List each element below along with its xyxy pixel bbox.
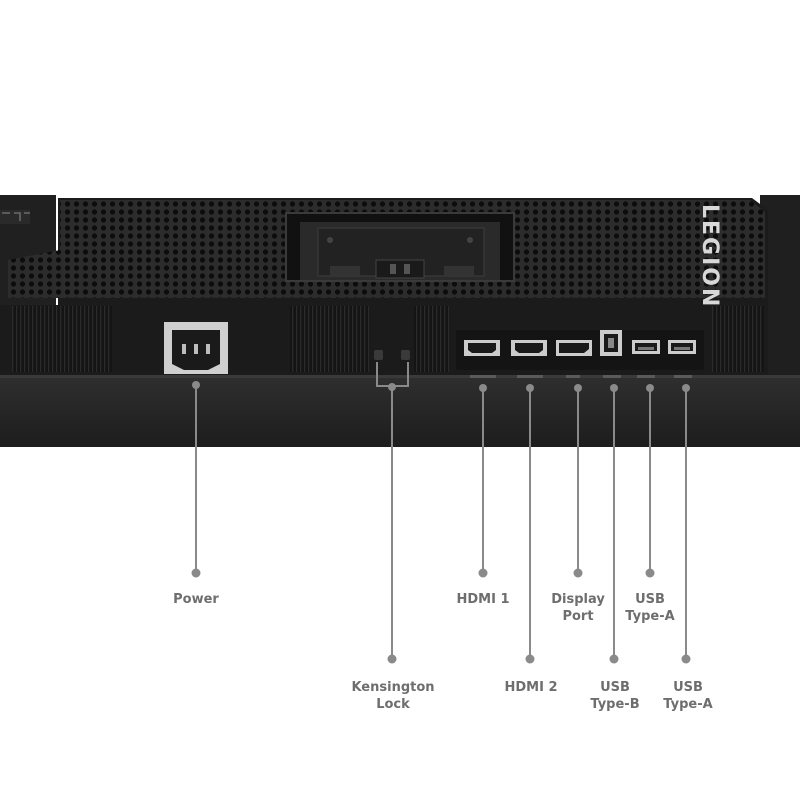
brand-logo: LEGION xyxy=(697,204,722,308)
label-usb-b-line2: Type-B xyxy=(590,697,640,712)
hdmi1-port xyxy=(464,340,500,356)
callout-dot-kensington xyxy=(387,654,397,664)
label-usb-a1-line2: Type-A xyxy=(625,609,675,624)
hdmi2-port xyxy=(511,340,547,356)
displayport-port xyxy=(556,340,592,356)
label-displayport: Display Port xyxy=(551,591,605,625)
label-hdmi2-line1: HDMI 2 xyxy=(504,680,558,695)
label-usb-a2-line1: USB xyxy=(673,680,703,695)
label-displayport-line2: Port xyxy=(562,609,594,624)
callout-dot-displayport xyxy=(573,568,583,578)
label-usb-b-line1: USB xyxy=(600,680,630,695)
callout-dot-hdmi2-top xyxy=(526,384,534,392)
power-socket xyxy=(164,322,228,374)
port-labels xyxy=(470,375,692,378)
label-power: Power xyxy=(173,591,219,608)
callout-dot-usb-a2 xyxy=(681,654,691,664)
label-power-line1: Power xyxy=(173,592,219,607)
vent-center-right xyxy=(414,306,450,372)
callout-dot-displayport-top xyxy=(574,384,582,392)
usb-a1-port xyxy=(632,340,660,354)
label-kensington-line1: Kensington xyxy=(351,680,435,695)
callout-dot-usb-a2-top xyxy=(682,384,690,392)
callout-dot-usb-b xyxy=(609,654,619,664)
callout-dot-usb-a1 xyxy=(645,568,655,578)
label-displayport-line1: Display xyxy=(551,592,605,607)
label-usb-a2-line2: Type-A xyxy=(663,697,713,712)
callout-dot-kensington-top xyxy=(388,383,396,391)
logo-fragment xyxy=(0,210,30,224)
callout-dot-usb-b-top xyxy=(610,384,618,392)
label-usb-type-a-1: USB Type-A xyxy=(625,591,674,625)
label-kensington-line2: Lock xyxy=(376,697,410,712)
label-kensington-lock: Kensington Lock xyxy=(351,679,434,713)
kensington-slots xyxy=(374,350,410,360)
callout-dot-power xyxy=(191,568,201,578)
vent-left xyxy=(12,306,112,372)
vent-right xyxy=(712,306,764,372)
callout-dot-usb-a1-top xyxy=(646,384,654,392)
callout-dot-hdmi2 xyxy=(525,654,535,664)
vesa-mount xyxy=(285,212,515,282)
label-usb-type-a-2: USB Type-A xyxy=(663,679,712,713)
callout-dot-power-top xyxy=(192,381,200,389)
usb-a2-port xyxy=(668,340,696,354)
usb-b-port xyxy=(600,330,622,356)
label-hdmi1: HDMI 1 xyxy=(456,591,509,608)
label-usb-type-b: USB Type-B xyxy=(590,679,639,713)
label-hdmi1-line1: HDMI 1 xyxy=(456,592,510,607)
vent-center xyxy=(290,306,370,372)
callout-dot-hdmi1 xyxy=(478,568,488,578)
label-hdmi2: HDMI 2 xyxy=(504,679,557,696)
label-usb-a1-line1: USB xyxy=(635,592,665,607)
callout-dot-hdmi1-top xyxy=(479,384,487,392)
